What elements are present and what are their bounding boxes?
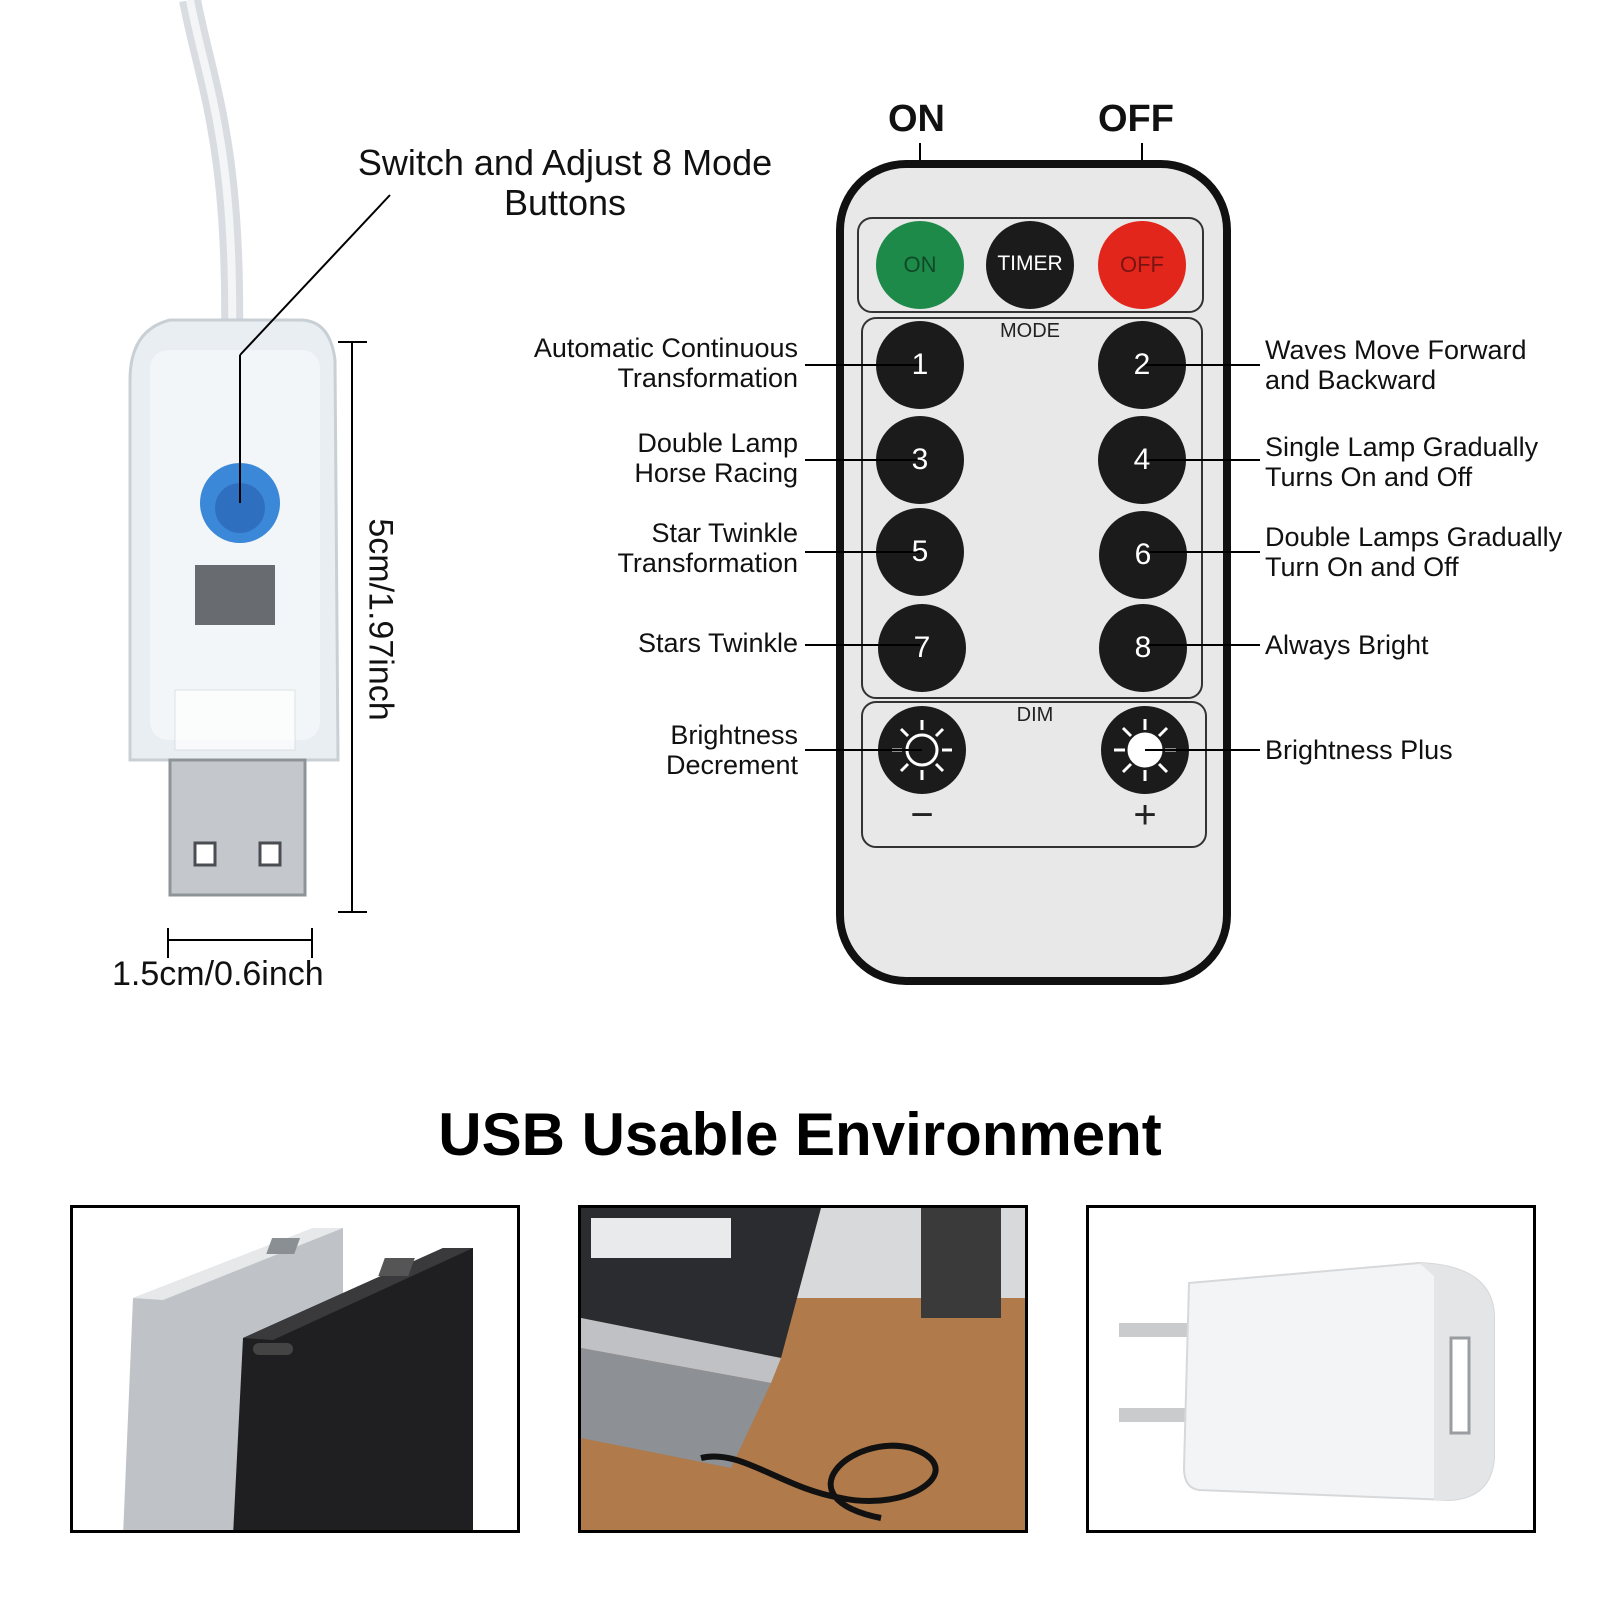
on-callout-label: ON [888,98,945,140]
mode-8-button[interactable]: 8 [1134,631,1152,664]
timer-button[interactable]: TIMER [997,252,1063,275]
off-button[interactable]: OFF [1120,252,1164,277]
wall-charger-image [1089,1208,1533,1530]
mode-4-button[interactable]: 4 [1133,443,1151,476]
mode-6-button-shape [1099,511,1187,599]
mode-7-button-shape [878,604,966,692]
brightness-plus-description: Brightness Plus [1265,735,1453,765]
timer-button-shape [986,221,1074,309]
usb-plug [168,758,307,897]
mode-7-button[interactable]: 7 [913,631,931,664]
section-heading: USB Usable Environment [438,1101,1162,1168]
mode-8-button-shape [1099,604,1187,692]
usb-controller-illustration [128,0,391,958]
width-dimension-label: 1.5cm/0.6inch [112,955,324,993]
off-button-shape [1098,221,1186,309]
mode-8-description: Always Bright [1265,630,1429,660]
mode-2-button-shape [1098,321,1186,409]
on-button-shape [876,221,964,309]
mode-section-label: MODE [1000,320,1060,342]
mode-2-button[interactable]: 2 [1133,348,1151,381]
mode-1-button[interactable]: 1 [911,348,929,381]
plus-sign: + [1133,793,1157,837]
mode-6-button[interactable]: 6 [1134,538,1152,571]
laptop-panel [578,1205,1028,1533]
dim-section-label: DIM [1016,704,1054,726]
on-button[interactable]: ON [903,252,937,277]
power-bank-panel [70,1205,520,1533]
mode-button-callout: Switch and Adjust 8 Mode Buttons [357,142,773,223]
off-callout-label: OFF [1098,98,1174,140]
mode-4-button-shape [1098,416,1186,504]
minus-sign: − [910,793,934,837]
mode-5-button[interactable]: 5 [911,535,929,568]
laptop-image [581,1208,1025,1530]
remote-control-illustration [805,143,1260,985]
wall-charger-panel [1086,1205,1536,1533]
power-bank-image [73,1208,517,1530]
mode-7-description: Stars Twinkle [637,628,798,658]
mode-3-button[interactable]: 3 [911,443,929,476]
sun-outline-icon [892,720,952,780]
